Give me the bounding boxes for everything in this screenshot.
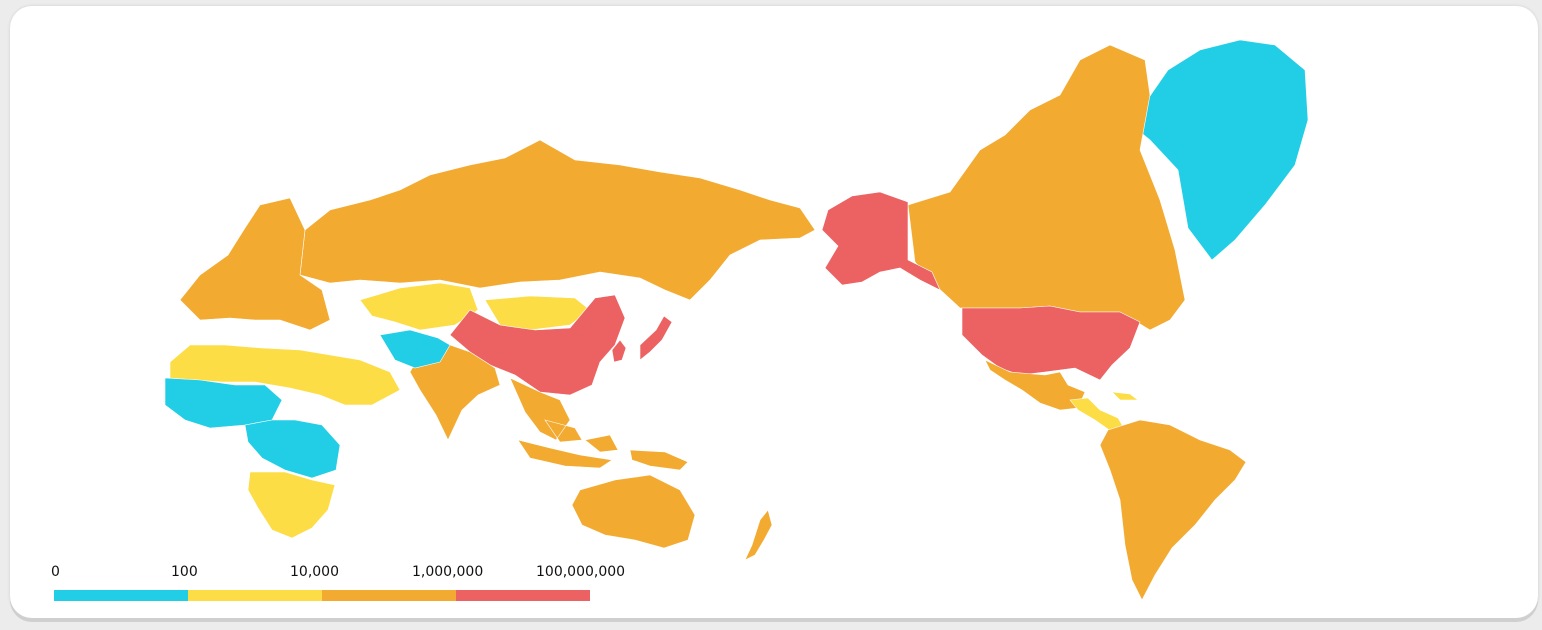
region-united-states[interactable]: [961, 305, 1141, 381]
region-canada[interactable]: [907, 44, 1186, 331]
legend-segment-0-100: [54, 590, 188, 601]
legend-tick-0: 0: [51, 564, 60, 580]
region-indonesia[interactable]: [517, 434, 689, 471]
region-china[interactable]: [449, 294, 626, 396]
legend-tick-10000: 10,000: [290, 564, 339, 580]
region-japan[interactable]: [639, 315, 673, 361]
legend-tick-100000000: 100,000,000: [536, 564, 626, 580]
region-north-africa[interactable]: [169, 344, 401, 406]
map-card: 0 100 10,000 1,000,000 100,000,000: [10, 6, 1538, 618]
legend-segment-1000000-100000000: [456, 590, 590, 601]
region-india[interactable]: [409, 344, 501, 441]
region-south-america[interactable]: [1099, 419, 1247, 601]
region-korea[interactable]: [611, 339, 627, 363]
region-west-africa[interactable]: [164, 377, 283, 429]
region-southern-africa[interactable]: [247, 471, 336, 539]
region-new-zealand[interactable]: [744, 509, 773, 561]
legend-tick-100: 100: [171, 564, 198, 580]
region-australia[interactable]: [571, 474, 696, 549]
region-central-africa[interactable]: [244, 419, 341, 479]
region-russia[interactable]: [299, 139, 816, 301]
legend-tick-1000000: 1,000,000: [412, 564, 484, 580]
world-map: [164, 39, 1309, 601]
region-southeast-asia[interactable]: [509, 377, 583, 443]
legend-segment-10000-1000000: [322, 590, 456, 601]
region-iran-afghanistan[interactable]: [379, 329, 451, 369]
region-alaska[interactable]: [821, 191, 941, 291]
region-europe[interactable]: [179, 197, 331, 331]
legend-segment-100-10000: [188, 590, 322, 601]
